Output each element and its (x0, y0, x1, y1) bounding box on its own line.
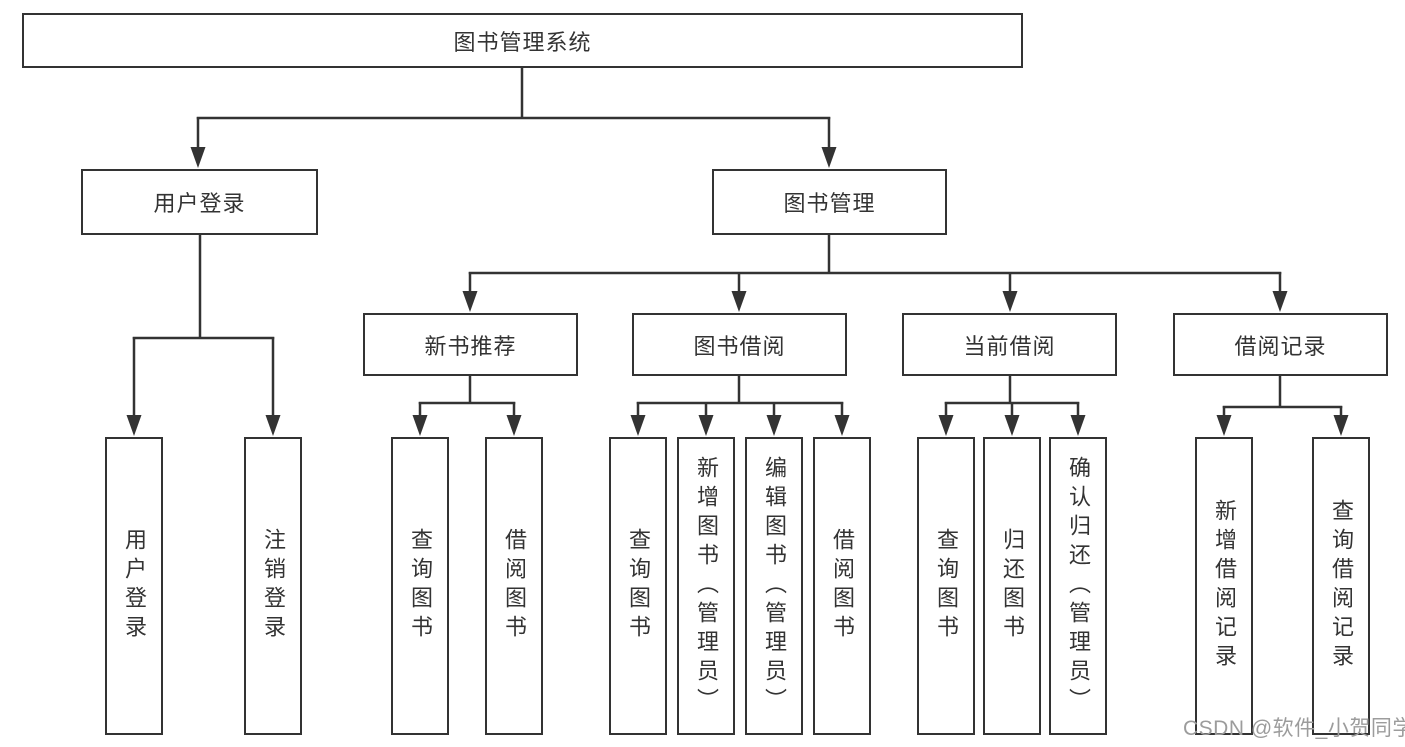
leaf-add-books-admin-label: 新增图书（管理员） (694, 455, 719, 717)
leaf-query-books-1: 查询图书 (391, 437, 449, 735)
csdn-watermark: CSDN @软件_小贺同学 (1183, 717, 1405, 740)
leaf-add-borrow-record: 新增借阅记录 (1195, 437, 1253, 735)
leaf-edit-books-admin-label: 编辑图书（管理员） (762, 455, 787, 717)
leaf-query-books-2-label: 查询图书 (626, 528, 651, 644)
leaf-logout-label: 注销登录 (261, 528, 286, 644)
leaf-query-books-3-label: 查询图书 (934, 528, 959, 644)
node-user-login-branch-label: 用户登录 (153, 191, 246, 216)
leaf-query-books-3: 查询图书 (917, 437, 975, 735)
leaf-confirm-return-admin: 确认归还（管理员） (1049, 437, 1107, 735)
leaf-query-books-2: 查询图书 (609, 437, 667, 735)
leaf-confirm-return-admin-label: 确认归还（管理员） (1066, 455, 1091, 717)
leaf-query-books-1-label: 查询图书 (408, 528, 433, 644)
arrowheads (126, 147, 1349, 436)
leaf-add-borrow-record-label: 新增借阅记录 (1212, 499, 1237, 673)
leaf-user-login-label: 用户登录 (122, 528, 147, 644)
leaf-borrow-books-2-label: 借阅图书 (830, 528, 855, 644)
node-borrow-records-label: 借阅记录 (1234, 333, 1327, 359)
node-root-label: 图书管理系统 (453, 29, 592, 55)
leaf-borrow-books-2: 借阅图书 (813, 437, 871, 735)
leaf-edit-books-admin: 编辑图书（管理员） (745, 437, 803, 735)
leaf-borrow-books-1-label: 借阅图书 (502, 528, 527, 644)
leaf-query-borrow-record-label: 查询借阅记录 (1329, 499, 1354, 673)
node-book-mgmt-branch-label: 图书管理 (783, 191, 876, 216)
node-new-books-label: 新书推荐 (424, 333, 517, 359)
node-current-borrow: 当前借阅 (902, 313, 1117, 376)
node-new-books: 新书推荐 (363, 313, 578, 376)
leaf-borrow-books-1: 借阅图书 (485, 437, 543, 735)
leaf-user-login: 用户登录 (105, 437, 163, 735)
node-user-login-branch: 用户登录 (81, 169, 318, 235)
leaf-return-books-label: 归还图书 (1000, 528, 1025, 644)
node-book-mgmt-branch: 图书管理 (712, 169, 947, 235)
node-book-borrow-label: 图书借阅 (693, 333, 786, 359)
leaf-logout: 注销登录 (244, 437, 302, 735)
leaf-return-books: 归还图书 (983, 437, 1041, 735)
node-book-borrow: 图书借阅 (632, 313, 847, 376)
node-current-borrow-label: 当前借阅 (963, 333, 1056, 359)
node-borrow-records: 借阅记录 (1173, 313, 1388, 376)
leaf-add-books-admin: 新增图书（管理员） (677, 437, 735, 735)
node-root: 图书管理系统 (22, 13, 1023, 68)
leaf-query-borrow-record: 查询借阅记录 (1312, 437, 1370, 735)
